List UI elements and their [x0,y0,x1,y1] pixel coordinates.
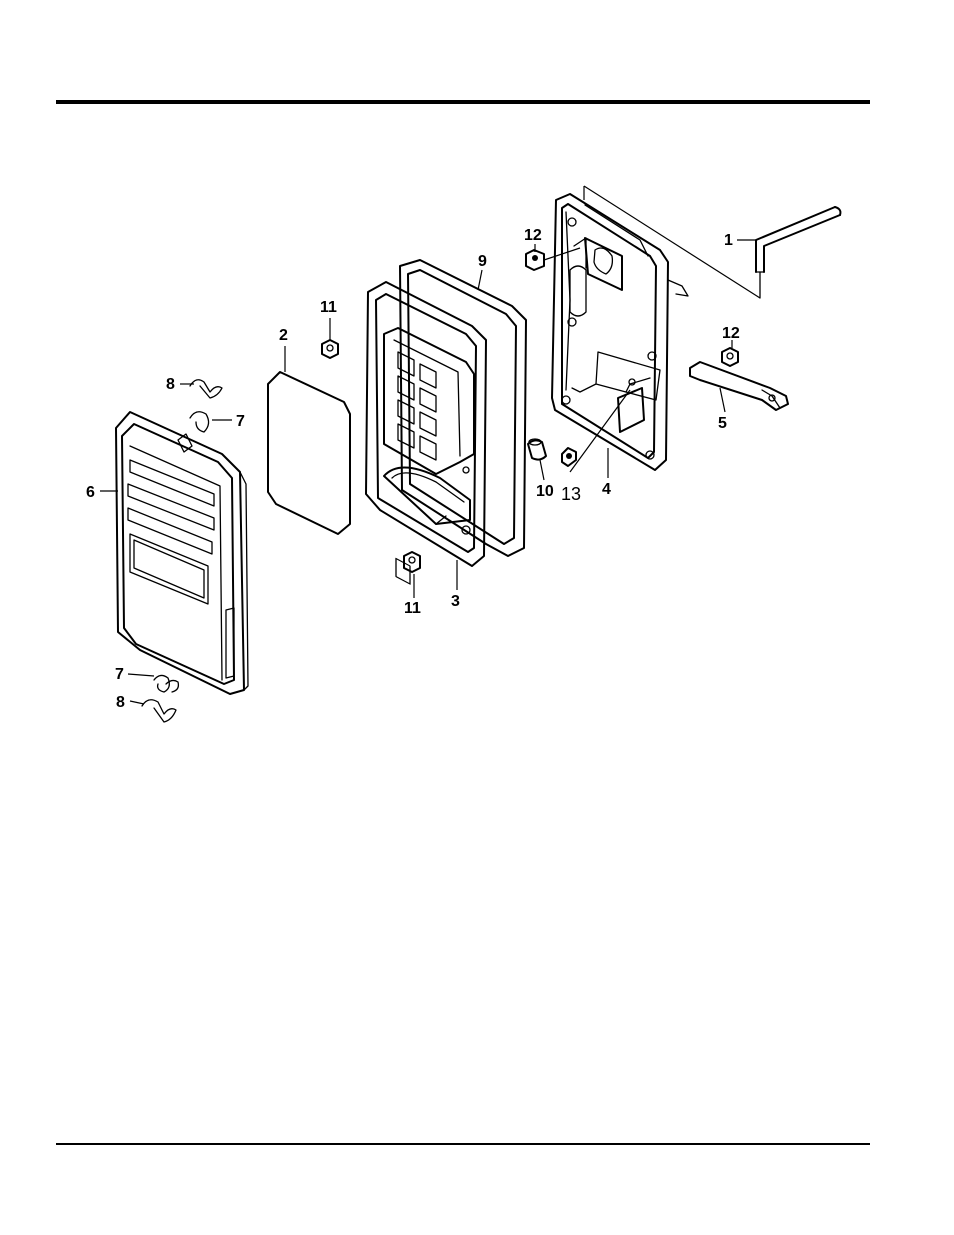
callout-2: 2 [279,327,288,344]
callout-8-lower: 8 [116,694,125,711]
nut-12-right [722,348,738,366]
callout-8-upper: 8 [166,376,175,393]
nut-11-lower [404,552,420,572]
stay-bracket [690,362,788,410]
callout-4: 4 [602,481,611,498]
callout-11-upper: 11 [320,299,337,316]
clip-8-upper [190,380,222,398]
callout-11-lower: 11 [404,600,421,617]
nut-11-upper [322,340,338,358]
clip-8-lower [142,700,176,722]
callout-13: 13 [561,484,581,504]
callout-9: 9 [478,253,487,270]
element-case [366,282,486,584]
callout-7-upper: 7 [236,413,245,430]
grommet-13 [562,448,576,466]
callout-12-right: 12 [722,325,740,342]
foam-element [268,372,350,534]
callout-1: 1 [724,232,733,249]
callout-12-upper: 12 [524,227,542,244]
gasket [400,260,526,556]
air-cleaner-cover [116,412,248,694]
callout-3: 3 [451,593,460,610]
clip-7-lower [154,675,178,692]
breather-tube [756,207,840,298]
callout-7-lower: 7 [115,666,124,683]
callout-6: 6 [86,484,95,501]
callout-10: 10 [536,483,554,500]
callout-5: 5 [718,415,727,432]
collar-10 [528,439,546,460]
clip-7-upper [190,412,209,432]
nut-12-upper [526,250,544,270]
